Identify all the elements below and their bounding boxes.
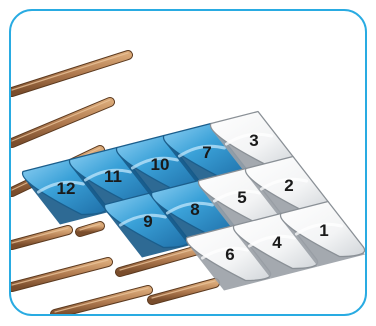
tile-number-label: 3 (249, 131, 258, 150)
tile-number-label: 9 (143, 212, 152, 231)
wooden-batten (12, 228, 68, 245)
tile-number-label: 10 (151, 155, 170, 174)
wooden-batten (12, 53, 128, 92)
tile-number-label: 4 (272, 233, 282, 252)
tile-number-label: 2 (284, 176, 293, 195)
tile-number-label: 6 (225, 245, 234, 264)
wooden-batten (152, 281, 215, 300)
tiles-layer: 12 11 9 10 7 8 3 5 6 2 4 1 (22, 112, 365, 291)
tile-number-label: 11 (104, 167, 122, 186)
tile-number-label: 5 (237, 188, 246, 207)
tile-number-label: 1 (319, 221, 328, 240)
wooden-batten (12, 100, 110, 143)
tile-number-label: 12 (57, 179, 76, 198)
tile-number-label: 7 (202, 143, 211, 162)
tile-number-label: 8 (190, 200, 199, 219)
wooden-batten (80, 224, 100, 232)
wooden-batten (12, 260, 108, 287)
wooden-batten (55, 288, 148, 314)
